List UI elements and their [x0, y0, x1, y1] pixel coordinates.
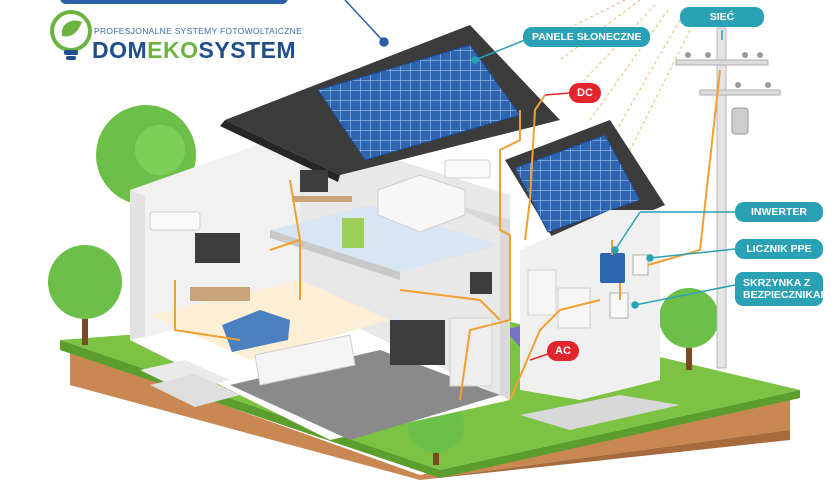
- brand-name-part3: SYSTEM: [198, 37, 297, 63]
- label-skrzynka: SKRZYNKA Z BEZPIECZNIKAMI: [735, 272, 833, 306]
- brand-tagline: PROFESJONALNE SYSTEMY FOTOWOLTAICZNE: [94, 26, 303, 36]
- label-skrzynka-line2: BEZPIECZNIKAMI: [743, 289, 833, 301]
- label-siec: SIEĆ: [680, 7, 764, 27]
- label-panele-sloneczne: PANELE SŁONECZNE: [523, 27, 651, 47]
- brand-name-part1: DOM: [92, 37, 148, 63]
- furniture: [149, 159, 591, 387]
- label-skrzynka-line1: SKRZYNKA Z: [743, 277, 811, 289]
- brand-name: DOMEKOSYSTEM: [92, 37, 296, 64]
- lightbulb-leaf-icon: [50, 10, 92, 60]
- label-inwerter: INWERTER: [735, 202, 823, 222]
- label-licznik-ppe: LICZNIK PPE: [735, 239, 823, 259]
- electrical-devices: [600, 253, 649, 319]
- utility-pole: [675, 27, 781, 369]
- header-strip: [60, 0, 288, 4]
- wiring: [174, 69, 721, 401]
- tree-left-bottom: [48, 245, 122, 345]
- callout-connectors: [344, 0, 736, 361]
- label-dc: DC: [569, 83, 601, 103]
- brand-logo: PROFESJONALNE SYSTEMY FOTOWOLTAICZNE DOM…: [46, 14, 302, 68]
- label-ac: AC: [547, 341, 579, 361]
- brand-name-part2: EKO: [147, 37, 199, 63]
- tree-right: [659, 288, 719, 370]
